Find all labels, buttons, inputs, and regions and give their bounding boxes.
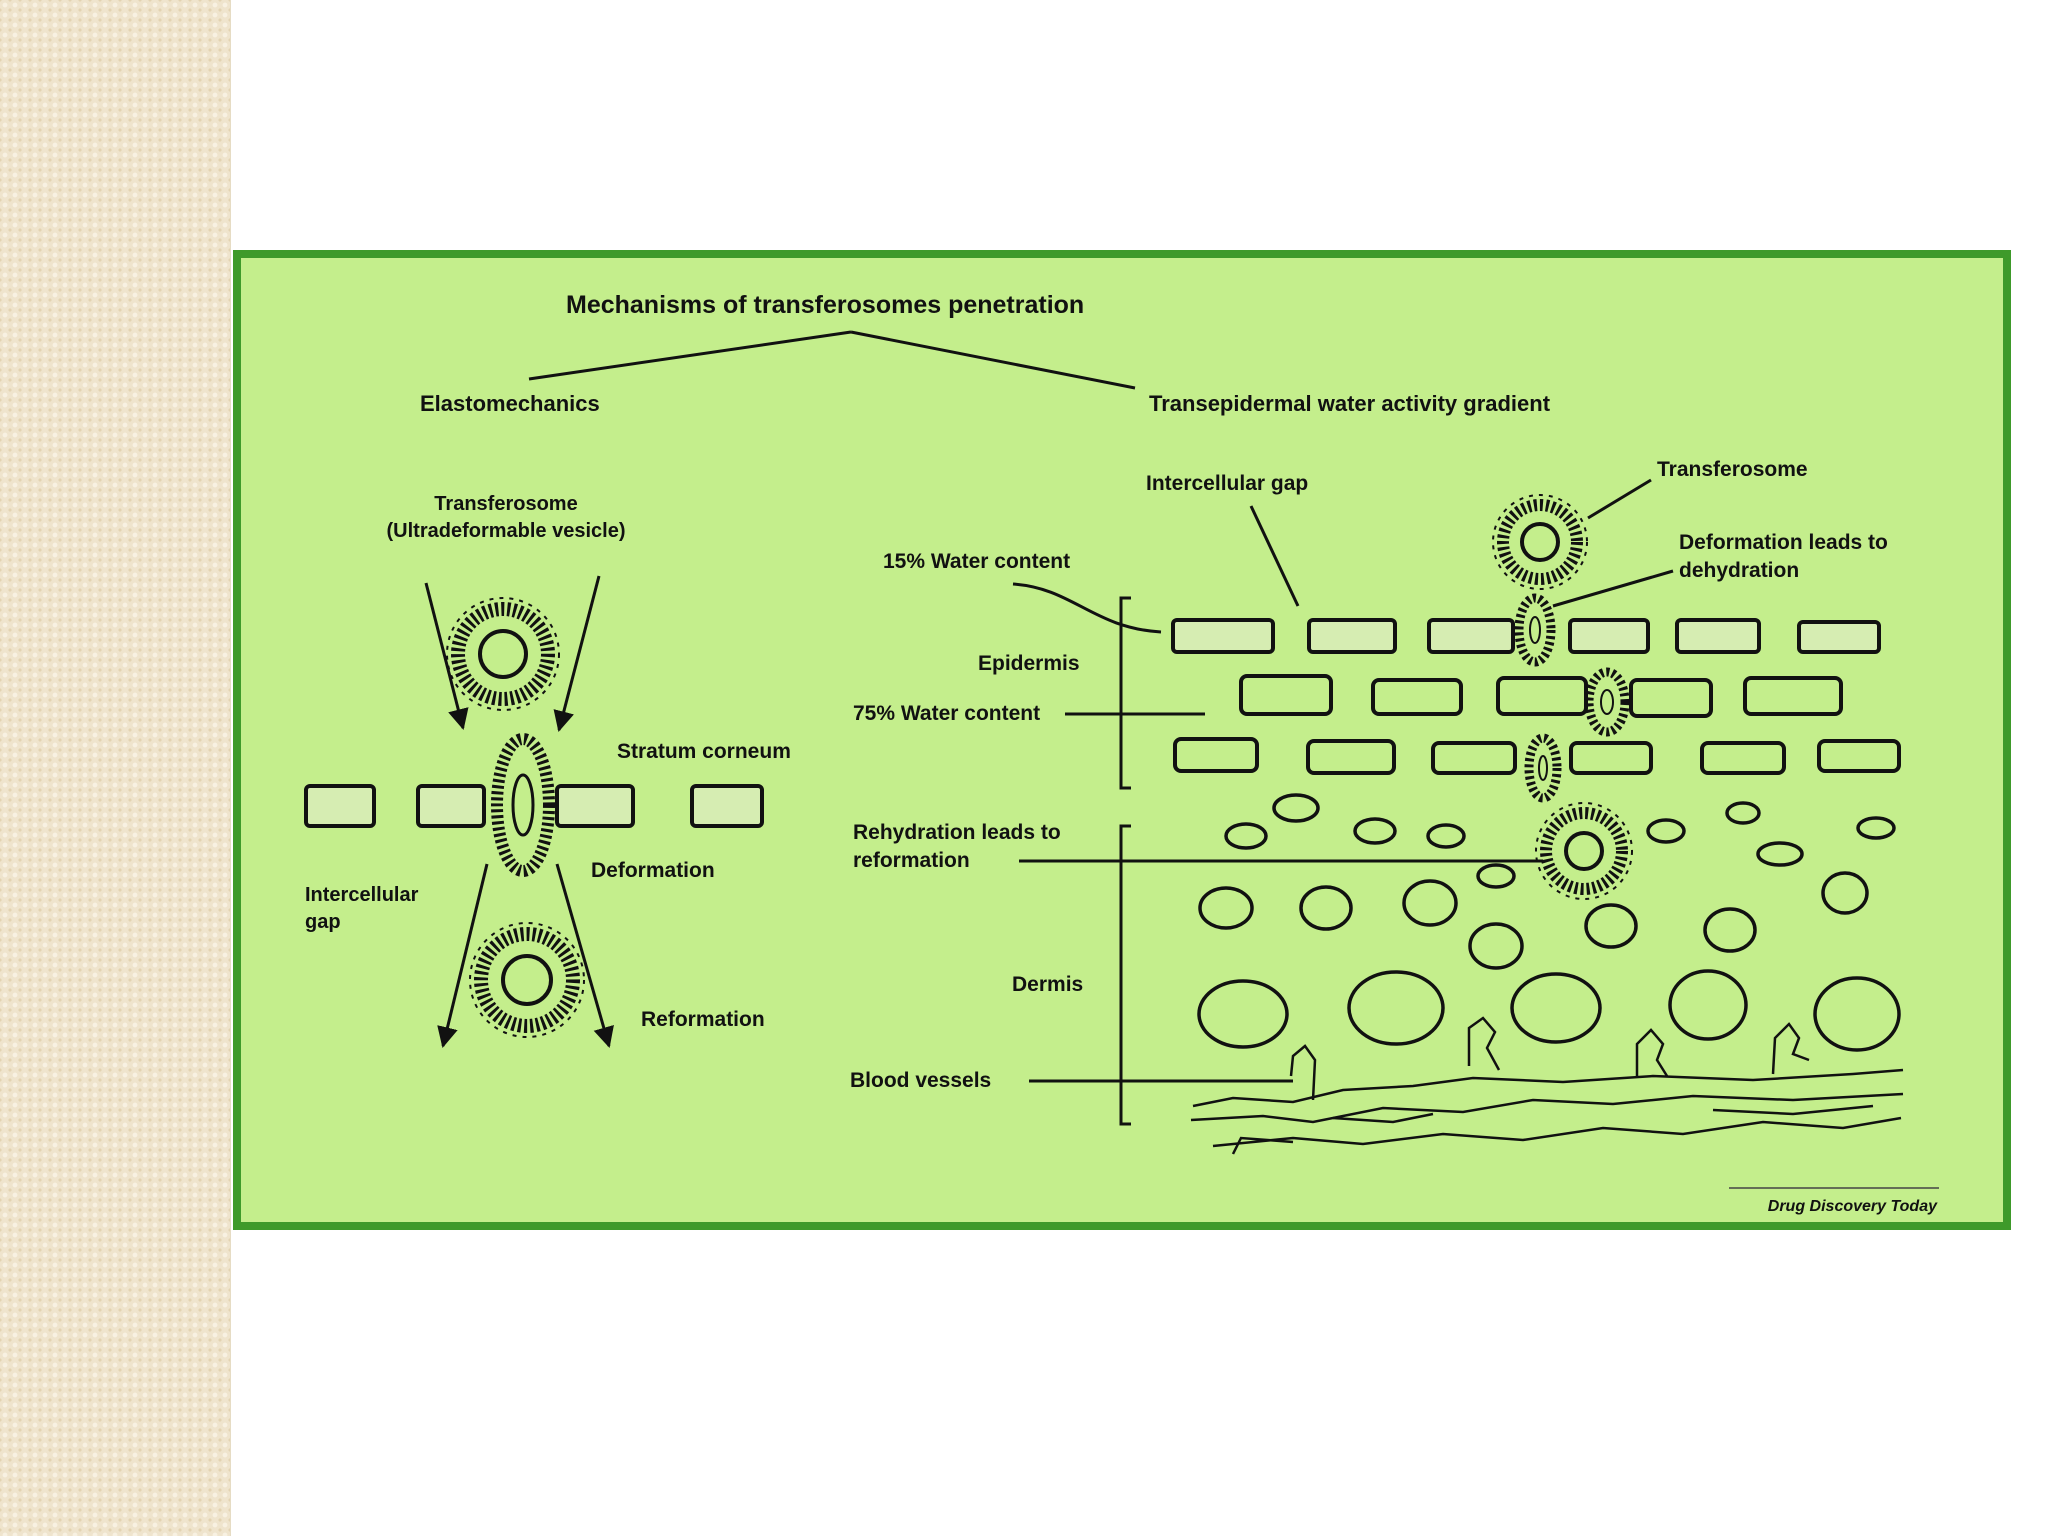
- epidermis-row-3: [1173, 737, 1901, 775]
- arrow-bottom-right: [555, 863, 614, 1049]
- left-ultradeformable-label: (Ultradeformable vesicle): [387, 520, 626, 542]
- diagram-title: Mechanisms of transferosomes penetration: [566, 291, 1084, 319]
- vesicle-bottom-icon: [469, 922, 585, 1038]
- intercellular-gap-label-1: Intercellular: [305, 884, 419, 906]
- intercellular-gap-pointer: [1249, 505, 1300, 607]
- left-stratum-cells: [304, 784, 764, 828]
- deformation-label: Deformation: [591, 859, 715, 882]
- intercellular-gap-label-2: gap: [305, 911, 341, 933]
- arrow-bottom-left: [437, 863, 489, 1049]
- vesicle-surface-icon: [1492, 494, 1588, 590]
- decorative-sidebar: [0, 0, 231, 1536]
- right-intercellular-gap-label: Intercellular gap: [1146, 472, 1308, 495]
- vesicle-squeezed-icons: [1514, 593, 1630, 803]
- branch-line-right: [850, 330, 1136, 390]
- arrow-top-right: [553, 575, 601, 733]
- vesicle-rehydrated-icon: [1535, 802, 1633, 900]
- right-transferosome-label: Transferosome: [1657, 458, 1808, 481]
- branch-line-left: [528, 330, 852, 381]
- blood-vessels-label: Blood vessels: [850, 1069, 991, 1092]
- transferosome-diagram: Mechanisms of transferosomes penetration…: [233, 250, 2011, 1230]
- deformation-dehydration-label-1: Deformation leads to: [1679, 531, 1888, 554]
- left-transferosome-label: Transferosome: [434, 493, 577, 515]
- deformation-pointer: [1552, 569, 1674, 608]
- water-15-pointer: [1012, 582, 1162, 634]
- dermis-label: Dermis: [1012, 973, 1083, 996]
- deformation-dehydration-label-2: dehydration: [1679, 559, 1799, 582]
- water-75-label: 75% Water content: [853, 702, 1040, 725]
- vesicle-deformed-icon: [491, 733, 555, 877]
- dermis-bracket: [1119, 824, 1131, 1126]
- source-credit: Drug Discovery Today: [1768, 1198, 1938, 1215]
- transferosome-pointer: [1587, 478, 1652, 520]
- water-15-label: 15% Water content: [883, 550, 1070, 573]
- stratum-corneum-label: Stratum corneum: [617, 740, 791, 763]
- arrow-top-left: [424, 582, 469, 731]
- blood-vessel-network: [1190, 1016, 1904, 1155]
- reformation-label: Reformation: [641, 1008, 765, 1031]
- epidermis-row-1: [1171, 618, 1881, 654]
- epidermis-label: Epidermis: [978, 652, 1080, 675]
- rehydration-label-1: Rehydration leads to: [853, 821, 1061, 844]
- branch-label-water-gradient: Transepidermal water activity gradient: [1149, 391, 1551, 416]
- dermal-cells: [1197, 793, 1901, 1052]
- branch-label-elastomechanics: Elastomechanics: [420, 391, 600, 416]
- epidermis-row-2: [1239, 674, 1843, 718]
- rehydration-label-2: reformation: [853, 849, 970, 872]
- vesicle-top-icon: [446, 597, 560, 711]
- epidermis-bracket: [1119, 596, 1131, 790]
